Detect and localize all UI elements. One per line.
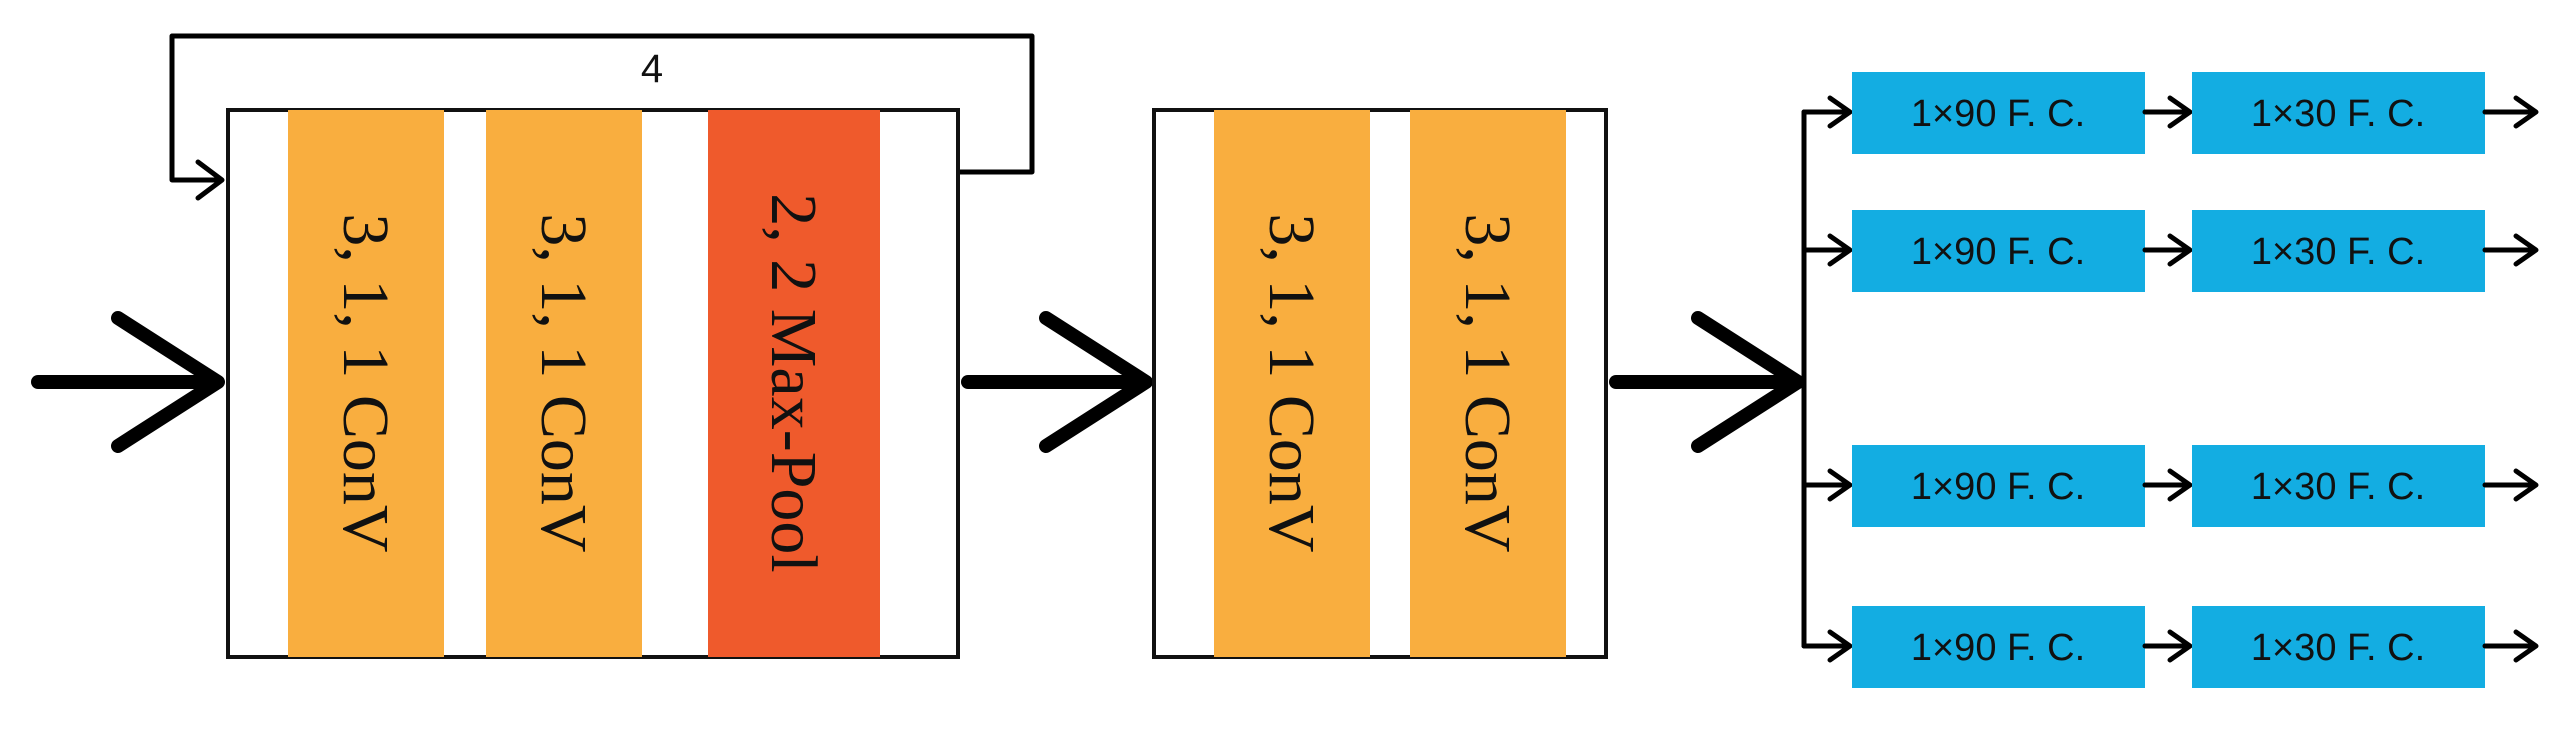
repeat-loop-arrowhead	[195, 159, 225, 201]
fc-head: 1×90 F. C. 1×30 F. C.	[1801, 210, 2539, 292]
conv-layer	[288, 110, 444, 657]
conv-layer	[486, 110, 642, 657]
conv-layer	[1214, 110, 1370, 657]
fc-90-label: 1×90 F. C.	[1911, 627, 2085, 669]
fc-30-box	[2192, 72, 2485, 154]
conv-block-2: 3, 1, 1 ConV 3, 1, 1 ConV	[1152, 108, 1608, 659]
block1-to-block2-arrow	[961, 311, 1153, 453]
fc-30-box	[2192, 210, 2485, 292]
fc-90-box	[1852, 72, 2145, 154]
fc-90-box	[1852, 445, 2145, 527]
layer-label: 3, 1, 1 ConV	[527, 213, 600, 552]
fc-head: 1×90 F. C. 1×30 F. C.	[1801, 606, 2539, 688]
input-arrow	[31, 311, 225, 453]
layer-label: 3, 1, 1 ConV	[1255, 213, 1328, 552]
conv-layer	[1410, 110, 1566, 657]
fc-30-box	[2192, 445, 2485, 527]
block2-to-heads-arrow	[1609, 311, 1805, 453]
fc-90-box	[1852, 210, 2145, 292]
fc-30-label: 1×30 F. C.	[2251, 627, 2425, 669]
fc-90-label: 1×90 F. C.	[1911, 466, 2085, 508]
fc-90-label: 1×90 F. C.	[1911, 231, 2085, 273]
fc-head: 1×90 F. C. 1×30 F. C.	[1801, 445, 2539, 527]
fc-30-box	[2192, 606, 2485, 688]
fc-30-label: 1×30 F. C.	[2251, 231, 2425, 273]
conv-block-1: 3, 1, 1 ConV 3, 1, 1 ConV 2, 2 Max-Pool	[226, 108, 960, 659]
layer-label: 3, 1, 1 ConV	[1451, 213, 1524, 552]
repeat-loop-line	[169, 33, 1035, 183]
repeat-count-label: 4	[641, 47, 663, 91]
fc-30-label: 1×30 F. C.	[2251, 466, 2425, 508]
max-pool-layer	[708, 110, 880, 657]
fc-30-label: 1×30 F. C.	[2251, 93, 2425, 135]
layer-label: 2, 2 Max-Pool	[757, 193, 830, 573]
repeat-loop: 4	[169, 33, 1035, 201]
fc-90-box	[1852, 606, 2145, 688]
fc-head: 1×90 F. C. 1×30 F. C.	[1801, 72, 2539, 154]
fc-90-label: 1×90 F. C.	[1911, 93, 2085, 135]
layer-label: 3, 1, 1 ConV	[329, 213, 402, 552]
